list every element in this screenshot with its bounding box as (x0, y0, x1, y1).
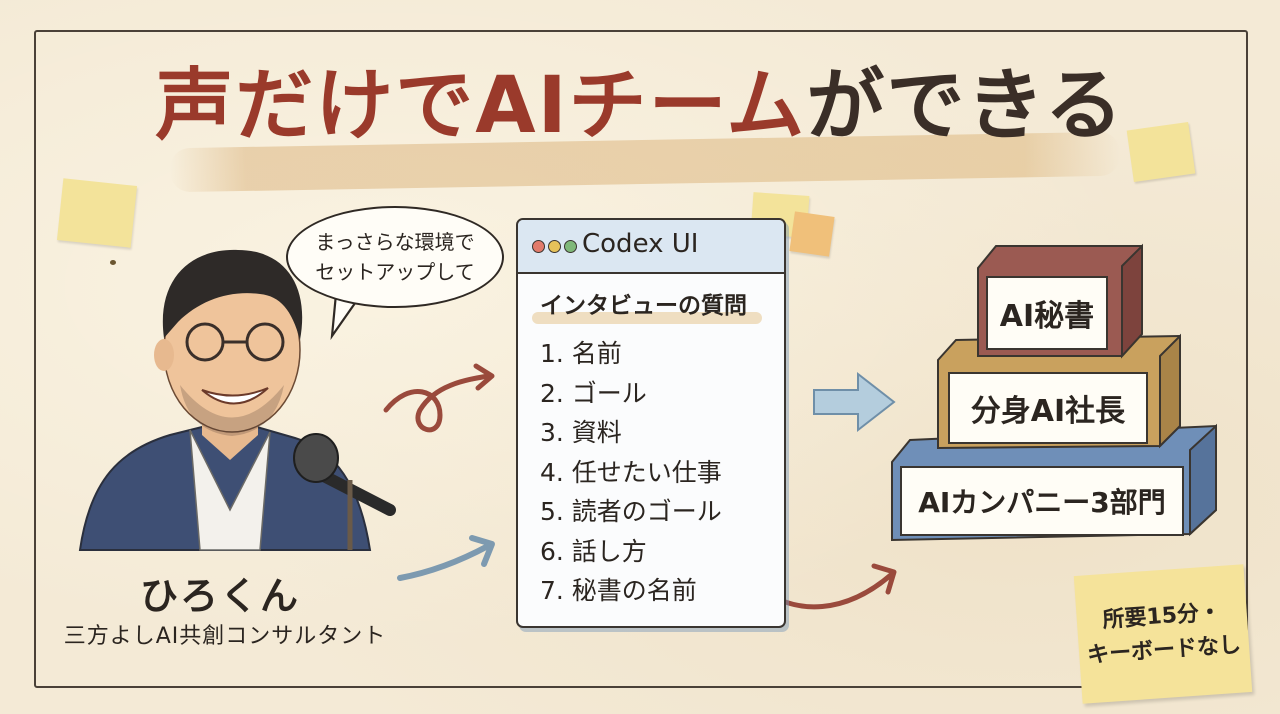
question-item: 6. 話し方 (540, 536, 647, 566)
sticky-note-title (1126, 121, 1196, 183)
presenter-illustration (78, 249, 396, 551)
heading-highlight (532, 312, 762, 324)
questions-heading: インタビューの質問 (540, 293, 747, 319)
questions-list: 1. 名前 2. ゴール 3. 資料 4. 任せたい仕事 5. 読者のゴール 6… (540, 334, 722, 611)
page-title: 声だけでAIチームができる (0, 56, 1280, 156)
question-item: 2. ゴール (540, 378, 647, 408)
title-part-1: 声だけで (155, 61, 476, 151)
box-middle-label: 分身AI社長 (948, 372, 1148, 444)
question-item: 1. 名前 (540, 339, 622, 368)
arrow-right-icon (813, 371, 896, 433)
codex-window: Codex UI インタビューの質問 1. 名前 2. ゴール 3. 資料 4.… (516, 218, 786, 628)
sketch-frame (34, 30, 1248, 688)
bubble-line-1: まっさらな環境で (315, 230, 475, 254)
question-item: 5. 読者のゴール (540, 497, 722, 526)
title-part-2: AIチーム (475, 61, 807, 151)
presenter-role: 三方よしAI共創コンサルタント (63, 624, 387, 649)
paint-speck (110, 260, 116, 265)
time-note: 所要15分・ キーボードなし (1073, 564, 1253, 704)
box-top-label: AI秘書 (986, 276, 1108, 350)
sticky-note-window-2 (789, 211, 835, 257)
speech-bubble: まっさらな環境で セットアップして (286, 206, 504, 308)
arrow-loop-icon (383, 363, 495, 433)
bubble-line-2: セットアップして (315, 260, 475, 284)
question-item: 3. 資料 (540, 418, 622, 447)
window-minimize-dot[interactable] (548, 240, 561, 253)
presenter-name: ひろくん (139, 574, 300, 618)
arrow-to-window-icon (397, 535, 495, 581)
window-title: Codex UI (582, 229, 699, 259)
window-close-dot[interactable] (532, 240, 545, 253)
box-bottom-label: AIカンパニー3部門 (900, 466, 1184, 536)
question-item: 4. 任せたい仕事 (540, 457, 722, 487)
window-title-bar: Codex UI (518, 220, 784, 274)
title-part-3: ができる (806, 61, 1125, 151)
question-item: 7. 秘書の名前 (540, 576, 697, 605)
bubble-tail (330, 293, 361, 340)
window-maximize-dot[interactable] (564, 240, 577, 253)
